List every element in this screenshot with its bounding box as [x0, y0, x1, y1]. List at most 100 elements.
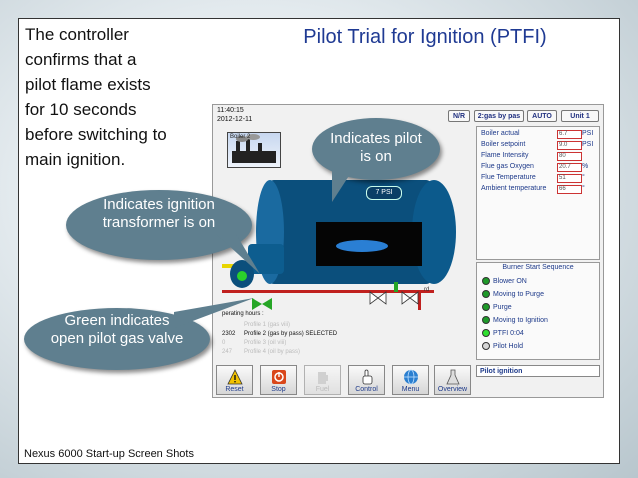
- control-button[interactable]: Control: [348, 365, 385, 395]
- reading-row: Boiler setpoint: [481, 141, 525, 148]
- reading-label: Boiler setpoint: [481, 141, 526, 148]
- reading-value: 66: [557, 185, 582, 194]
- reading-value: 20.7: [557, 163, 582, 172]
- sequence-label: Purge: [493, 303, 512, 311]
- hmi-datetime: 11:40:15 2012-12-11: [217, 106, 252, 124]
- reading-label: Boiler actual: [481, 130, 520, 137]
- callout-pointer: [332, 168, 354, 202]
- profile-hours: 247: [222, 349, 233, 355]
- reading-unit: PSI: [582, 141, 594, 148]
- status-dot-icon: [482, 316, 490, 324]
- hmi-date: 2012-12-11: [217, 116, 253, 123]
- intro-line: before switching to: [25, 125, 167, 144]
- reading-unit: %: [582, 163, 589, 170]
- main-valve-icon-d: [409, 291, 419, 305]
- reading-row: Ambient temperature: [481, 185, 546, 192]
- fuel-icon: [318, 372, 328, 384]
- factory-icon: [232, 134, 276, 163]
- slide-title: Pilot Trial for Ignition (PTFI): [303, 26, 547, 48]
- burner-head: [248, 244, 284, 274]
- operating-hours-label: perating hours :: [222, 311, 264, 317]
- reading-unit: °: [582, 185, 585, 192]
- profile-hours: 2302: [222, 331, 236, 337]
- intro-line: pilot flame exists: [25, 75, 151, 94]
- sequence-label: Blower ON: [493, 277, 527, 285]
- profile-hours: 0: [222, 340, 226, 346]
- sequence-label: Moving to Purge: [493, 290, 544, 298]
- sequence-label: PTFI 0:04: [493, 329, 524, 337]
- pilot-valve-actuator: [394, 282, 398, 292]
- fuel-profile-button[interactable]: 2:gas by pas: [474, 110, 524, 122]
- warning-icon: [227, 369, 243, 385]
- reading-label: Ambient temperature: [481, 185, 547, 192]
- menu-button-label: Menu: [401, 386, 420, 393]
- control-button-label: Control: [355, 386, 378, 393]
- mode-nr-button[interactable]: N/R: [448, 110, 470, 122]
- profile-row[interactable]: 2302 Profile 2 (gas by pass) SELECTED: [222, 331, 337, 337]
- reading-row: Flue Temperature: [481, 174, 536, 181]
- status-dot-icon: [482, 342, 490, 350]
- auto-mode-button[interactable]: AUTO: [527, 110, 557, 122]
- profile-text: Profile 2 (gas by pass) SELECTED: [244, 331, 338, 337]
- return-pipe: [222, 290, 434, 293]
- hmi-time: 11:40:15: [217, 107, 244, 114]
- unit-select-button[interactable]: Unit 1: [561, 110, 599, 122]
- reading-label: Flue gas Oxygen: [481, 163, 534, 170]
- status-dot-icon: [482, 290, 490, 298]
- callout-pointer: [216, 234, 260, 274]
- valve-label: rd: [424, 287, 430, 293]
- burner-sequence-panel: Burner Start Sequence Blower ON Moving t…: [476, 262, 600, 360]
- reset-button[interactable]: Reset: [216, 365, 253, 395]
- menu-button[interactable]: Menu: [392, 365, 429, 395]
- sequence-title: Burner Start Sequence: [502, 264, 574, 271]
- callout-ignition-transformer: Indicates ignition transformer is on: [66, 190, 260, 274]
- callout-pointer: [174, 298, 254, 328]
- reading-value: 6.7: [557, 130, 582, 139]
- callout-pilot-on-text: Indicates pilot is on: [330, 130, 422, 165]
- main-valve-icon-b: [377, 291, 387, 305]
- readings-panel: Boiler actual 6.7 PSI Boiler setpoint 9.…: [476, 126, 600, 260]
- flask-icon: [446, 369, 460, 385]
- pilot-flame-icon: [336, 240, 388, 252]
- globe-icon: [404, 369, 418, 385]
- reading-label: Flame Intensity: [481, 152, 529, 159]
- sequence-item: Moving to Ignition: [482, 316, 548, 324]
- profile-text: Profile 4 (oil by pass): [244, 349, 301, 355]
- pressure-badge: 7 PSI: [366, 186, 402, 200]
- reading-value: 80: [557, 152, 582, 161]
- hand-pointer-icon: [362, 369, 373, 385]
- reading-row: Flue gas Oxygen: [481, 163, 534, 170]
- status-dot-icon: [482, 303, 490, 311]
- status-dot-icon: [482, 329, 490, 337]
- callout-ignition-transformer-text: Indicates ignition transformer is on: [102, 196, 216, 231]
- intro-line: confirms that a: [25, 50, 137, 69]
- callout-pilot-valve: Green indicates open pilot gas valve: [24, 298, 254, 370]
- intro-text: The controller confirms that a pilot fla…: [25, 22, 210, 172]
- reset-button-label: Reset: [225, 386, 244, 393]
- reading-label: Flue Temperature: [481, 174, 536, 181]
- intro-line: main ignition.: [25, 150, 126, 169]
- profile-text: Profile 1 (gas viii): [244, 322, 291, 328]
- pilot-valve-icon-b: [262, 298, 272, 310]
- stop-button[interactable]: Stop: [260, 365, 297, 395]
- main-valve-icon-c: [401, 291, 411, 305]
- reading-row: Boiler actual: [481, 130, 520, 137]
- overview-button[interactable]: Overview: [434, 365, 471, 395]
- profile-row[interactable]: 247 Profile 4 (oil by pass): [222, 349, 300, 355]
- fuel-button[interactable]: Fuel: [304, 365, 341, 395]
- intro-line: The controller: [25, 25, 129, 44]
- return-pipe-riser: [418, 290, 421, 310]
- sequence-item: Purge: [482, 303, 512, 311]
- ignition-transformer-indicator: [237, 271, 247, 281]
- status-dot-icon: [482, 277, 490, 285]
- profile-text: Profile 3 (oil viii): [244, 340, 287, 346]
- sequence-label: Moving to Ignition: [493, 316, 548, 324]
- profile-row[interactable]: 0 Profile 3 (oil viii): [222, 340, 286, 346]
- boiler-end-cap: [412, 180, 456, 284]
- reading-value: 9.0: [557, 141, 582, 150]
- reading-unit: PSI: [582, 130, 594, 137]
- callout-pilot-on: Indicates pilot is on: [312, 118, 440, 202]
- sequence-item: PTFI 0:04: [482, 329, 524, 337]
- stop-icon: [272, 370, 286, 384]
- reading-value: 51: [557, 174, 582, 183]
